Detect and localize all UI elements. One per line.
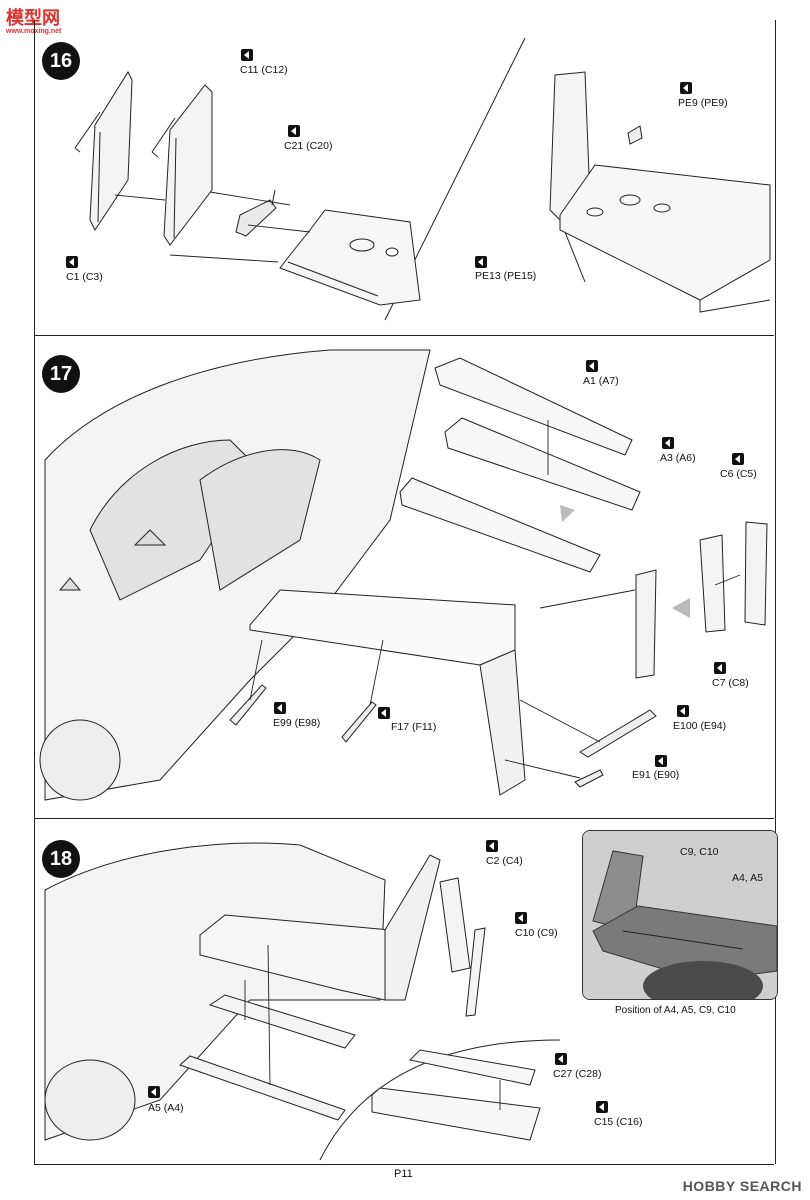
- divider-16-17: [34, 335, 774, 336]
- label-c21: C21 (C20): [284, 140, 333, 152]
- wing-with-flap-16-right: [550, 72, 770, 312]
- divider-17-18: [34, 818, 774, 819]
- label-f17: F17 (F11): [391, 721, 437, 733]
- fuselage-body-17: [40, 350, 430, 800]
- wing-section-16: [280, 210, 420, 305]
- step-18-badge: 18: [42, 840, 80, 878]
- position-reference-photo: [582, 830, 778, 1000]
- panel-a4-upper: [210, 995, 355, 1048]
- part-f17: [342, 702, 376, 742]
- panel-a1: [435, 358, 632, 455]
- cement-marker-icon: [586, 360, 598, 372]
- cement-marker-icon: [241, 49, 253, 61]
- cement-marker-icon: [148, 1086, 160, 1098]
- part-c27: [410, 1050, 535, 1085]
- strip-a5: [180, 1056, 345, 1120]
- photo-illustration: [583, 831, 777, 999]
- divider-bottom: [34, 1164, 774, 1165]
- cement-marker-icon: [66, 256, 78, 268]
- label-pe13: PE13 (PE15): [475, 270, 537, 282]
- label-c1: C1 (C3): [66, 271, 103, 283]
- cement-marker-icon: [662, 437, 674, 449]
- cement-marker-icon: [714, 662, 726, 674]
- fuselage-body-18: [45, 843, 385, 1140]
- cement-marker-icon: [677, 705, 689, 717]
- watermark-url: www.moxing.net: [6, 28, 62, 35]
- flap-panel-c11: [152, 85, 212, 245]
- detail-arc: [320, 1040, 560, 1160]
- label-a1: A1 (A7): [583, 375, 619, 387]
- strip-c10: [466, 928, 485, 1016]
- cement-marker-icon: [732, 453, 744, 465]
- part-e91: [575, 770, 603, 787]
- cement-marker-icon: [515, 912, 527, 924]
- flap-panel-c1: [75, 72, 132, 230]
- label-a5: A5 (A4): [148, 1102, 184, 1114]
- cement-marker-icon: [486, 840, 498, 852]
- label-c10: C10 (C9): [515, 927, 558, 939]
- slat-c7: [700, 535, 725, 632]
- flap-piece: [636, 570, 656, 678]
- panel-a-lower: [400, 478, 600, 572]
- cement-marker-icon: [288, 125, 300, 137]
- label-e100: E100 (E94): [673, 720, 727, 732]
- page-frame: [34, 20, 776, 1164]
- page-number: P11: [394, 1168, 413, 1180]
- label-e99: E99 (E98): [273, 717, 321, 729]
- watermark-main: 模型网: [6, 8, 60, 28]
- label-c2: C2 (C4): [486, 855, 523, 867]
- step-16-badge: 16: [42, 42, 80, 80]
- part-e99: [230, 685, 266, 725]
- label-c11: C11 (C12): [240, 64, 288, 76]
- cement-marker-icon: [378, 707, 390, 719]
- label-e91: E91 (E90): [632, 769, 680, 781]
- label-a3: A3 (A6): [660, 452, 696, 464]
- step-17-badge: 17: [42, 355, 80, 393]
- part-e100: [580, 710, 656, 757]
- panel-c2: [440, 878, 470, 972]
- label-c9-c10: C9, C10: [680, 846, 719, 858]
- cement-marker-icon: [680, 82, 692, 94]
- label-c15: C15 (C16): [594, 1116, 643, 1128]
- cement-marker-icon: [274, 702, 286, 714]
- cement-marker-icon: [596, 1101, 608, 1113]
- label-a4-a5: A4, A5: [732, 872, 763, 884]
- site-watermark-logo: 模型网 www.moxing.net: [6, 4, 61, 35]
- label-c7: C7 (C8): [712, 677, 749, 689]
- slat-c6: [745, 522, 767, 625]
- hobby-search-watermark: HOBBY SEARCH: [682, 1178, 802, 1194]
- label-c27: C27 (C28): [553, 1068, 602, 1080]
- part-c15: [372, 1088, 540, 1140]
- wing-flap-area-18: [200, 855, 440, 1000]
- label-pe9: PE9 (PE9): [678, 97, 728, 109]
- photo-caption: Position of A4, A5, C9, C10: [615, 1005, 736, 1016]
- cement-marker-icon: [475, 256, 487, 268]
- panel-a3: [445, 418, 640, 510]
- label-c6: C6 (C5): [720, 468, 757, 480]
- cement-marker-icon: [655, 755, 667, 767]
- cement-marker-icon: [555, 1053, 567, 1065]
- main-wing-17: [250, 590, 525, 795]
